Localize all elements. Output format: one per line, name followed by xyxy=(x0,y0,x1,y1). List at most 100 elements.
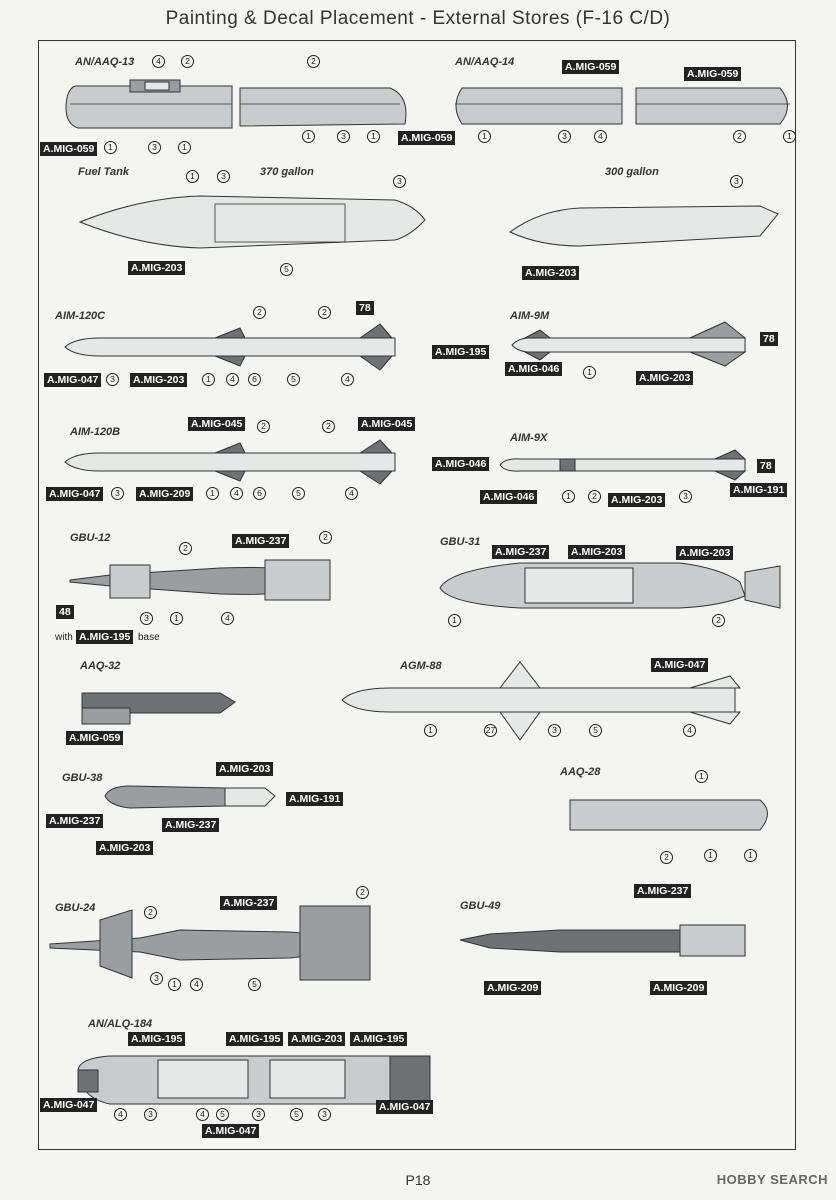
decal-badge-48: 48 xyxy=(56,605,74,619)
decal-callout: 3 xyxy=(548,724,561,737)
aaq14-pod-right xyxy=(635,87,790,125)
decal-badge-78: 78 xyxy=(760,332,778,346)
paint-badge: A.MIG-203 xyxy=(128,261,186,275)
alq184-drawing xyxy=(77,1055,431,1105)
paint-badge: A.MIG-059 xyxy=(562,60,620,74)
label-fuel-tank: Fuel Tank xyxy=(78,166,129,178)
decal-callout: 4 xyxy=(683,724,696,737)
label-gbu49: GBU-49 xyxy=(460,900,501,912)
paint-badge: A.MIG-203 xyxy=(636,371,694,385)
aim9x-drawing xyxy=(499,449,747,481)
paint-badge: A.MIG-209 xyxy=(484,981,542,995)
label-aim9m: AIM-9M xyxy=(510,310,550,322)
decal-callout: 1 xyxy=(302,130,315,143)
paint-badge: A.MIG-237 xyxy=(634,884,692,898)
decal-callout: 1 xyxy=(170,612,183,625)
decal-callout: 2 xyxy=(356,886,369,899)
decal-callout: 1 xyxy=(783,130,796,143)
paint-badge: A.MIG-237 xyxy=(162,818,220,832)
label-gbu24: GBU-24 xyxy=(55,902,96,914)
decal-callout: 1 xyxy=(744,849,757,862)
note-with: with xyxy=(55,632,73,643)
decal-callout: 4 xyxy=(345,487,358,500)
decal-callout: 1 xyxy=(206,487,219,500)
decal-badge-78: 78 xyxy=(757,459,775,473)
decal-callout: 2 xyxy=(660,851,673,864)
paint-badge: A.MIG-046 xyxy=(480,490,538,504)
tank-370-drawing xyxy=(78,195,426,249)
gbu24-drawing xyxy=(49,905,371,981)
diagram-frame xyxy=(38,40,796,1150)
decal-callout: 6 xyxy=(248,373,261,386)
gbu38-drawing xyxy=(104,785,276,809)
decal-callout: 4 xyxy=(114,1108,127,1121)
decal-callout: 3 xyxy=(252,1108,265,1121)
decal-callout: 2 xyxy=(322,420,335,433)
decal-badge-78: 78 xyxy=(356,301,374,315)
decal-callout: 3 xyxy=(679,490,692,503)
paint-badge: A.MIG-059 xyxy=(398,131,456,145)
decal-callout: 2 xyxy=(144,906,157,919)
agm88-drawing xyxy=(341,661,742,741)
decal-callout: 3 xyxy=(730,175,743,188)
decal-callout: 4 xyxy=(196,1108,209,1121)
label-gbu12: GBU-12 xyxy=(70,532,111,544)
label-aim120c: AIM-120C xyxy=(55,310,106,322)
tank-300-drawing xyxy=(509,205,779,247)
decal-callout: 4 xyxy=(594,130,607,143)
paint-badge: A.MIG-045 xyxy=(358,417,416,431)
decal-callout: 5 xyxy=(290,1108,303,1121)
decal-callout: 3 xyxy=(337,130,350,143)
decal-callout: 1 xyxy=(478,130,491,143)
paint-badge: A.MIG-237 xyxy=(492,545,550,559)
decal-callout: 2 xyxy=(253,306,266,319)
decal-callout: 3 xyxy=(140,612,153,625)
decal-callout: 4 xyxy=(230,487,243,500)
paint-badge: A.MIG-195 xyxy=(432,345,490,359)
paint-badge: A.MIG-203 xyxy=(96,841,154,855)
aaq32-drawing xyxy=(81,692,236,725)
decal-callout: 1 xyxy=(448,614,461,627)
paint-badge: A.MIG-047 xyxy=(40,1098,98,1112)
decal-callout: 2 xyxy=(307,55,320,68)
aaq28-drawing xyxy=(569,799,768,831)
paint-badge: A.MIG-046 xyxy=(505,362,563,376)
decal-callout: 3 xyxy=(148,141,161,154)
paint-badge: A.MIG-195 xyxy=(76,630,134,644)
decal-callout: 5 xyxy=(292,487,305,500)
decal-callout: 3 xyxy=(144,1108,157,1121)
decal-callout: 4 xyxy=(341,373,354,386)
decal-callout: 6 xyxy=(253,487,266,500)
label-gbu38: GBU-38 xyxy=(62,772,103,784)
decal-callout: 4 xyxy=(226,373,239,386)
label-aaq14: AN/AAQ-14 xyxy=(455,56,515,68)
paint-badge: A.MIG-195 xyxy=(350,1032,408,1046)
paint-badge: A.MIG-191 xyxy=(286,792,344,806)
decal-callout: 2 xyxy=(733,130,746,143)
paint-badge: A.MIG-203 xyxy=(216,762,274,776)
paint-badge: A.MIG-047 xyxy=(46,487,104,501)
aim120c-drawing xyxy=(64,323,396,371)
aaq14-pod-left xyxy=(455,87,623,125)
decal-callout: 2 xyxy=(712,614,725,627)
paint-badge: A.MIG-045 xyxy=(188,417,246,431)
gbu31-drawing xyxy=(439,562,781,609)
aaq13-pod-right xyxy=(239,87,407,127)
decal-callout: 2 xyxy=(319,531,332,544)
page-title: Painting & Decal Placement - External St… xyxy=(165,8,671,29)
paint-badge: A.MIG-059 xyxy=(66,731,124,745)
decal-callout: 5 xyxy=(287,373,300,386)
paint-badge: A.MIG-209 xyxy=(650,981,708,995)
decal-callout: 3 xyxy=(318,1108,331,1121)
decal-callout: 1 xyxy=(168,978,181,991)
paint-badge: A.MIG-203 xyxy=(522,266,580,280)
decal-callout: 4 xyxy=(152,55,165,68)
decal-callout: 1 xyxy=(367,130,380,143)
decal-callout: 27 xyxy=(484,724,497,737)
decal-callout: 1 xyxy=(704,849,717,862)
paint-badge: A.MIG-203 xyxy=(130,373,188,387)
gbu12-drawing xyxy=(69,559,331,601)
decal-callout: 1 xyxy=(178,141,191,154)
paint-badge: A.MIG-046 xyxy=(432,457,490,471)
